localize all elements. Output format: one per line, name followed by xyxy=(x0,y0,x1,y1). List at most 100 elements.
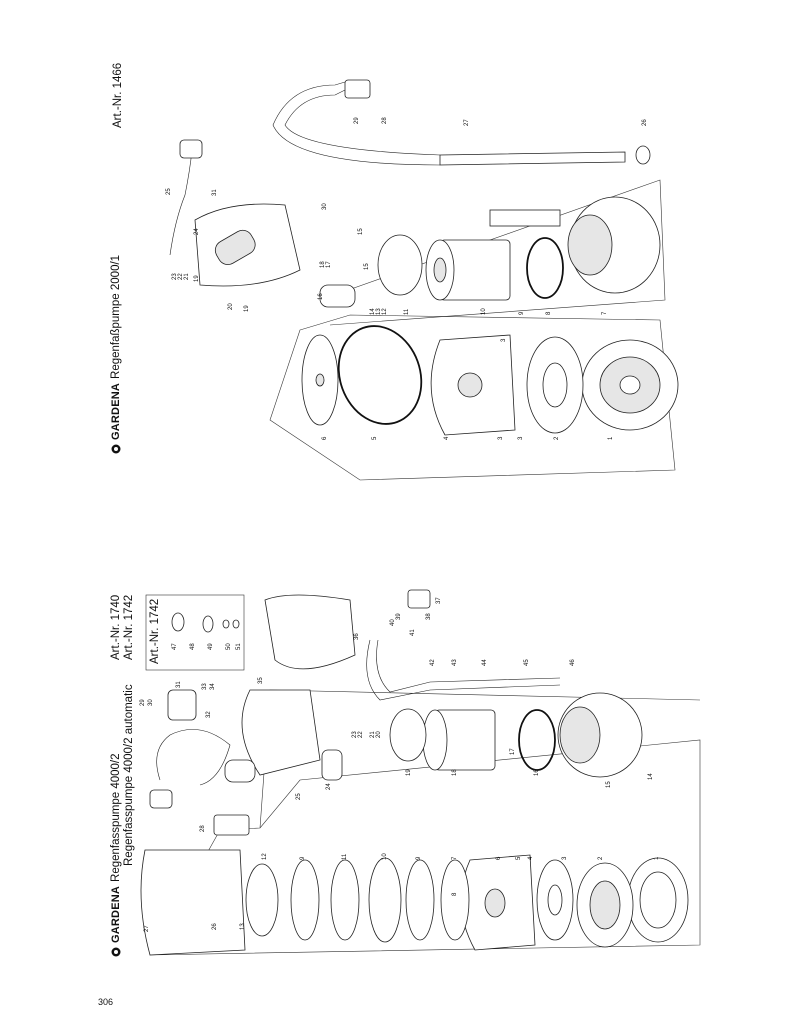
upper-part-number: 22 xyxy=(178,273,184,280)
upper-part-number: 16 xyxy=(318,293,324,300)
lower-part-impeller-disc xyxy=(405,859,435,941)
upper-part-base xyxy=(581,339,679,431)
lower-inset-parts: 47 48 49 50 51 xyxy=(171,612,242,650)
lower-brand-logo: GARDENA xyxy=(110,886,122,958)
upper-part-number: 6 xyxy=(322,436,328,440)
upper-part-motor-plate xyxy=(377,234,423,296)
upper-part-number: 19 xyxy=(244,305,250,312)
lower-part-number: 6 xyxy=(496,856,502,860)
lower-part-number: 14 xyxy=(648,773,654,780)
lower-art-nr-1: Art.-Nr. 1740 xyxy=(110,594,122,660)
lower-part-number: 30 xyxy=(148,699,154,706)
upper-part-oring-large xyxy=(337,325,423,425)
upper-brand-name: GARDENA xyxy=(110,382,122,440)
upper-part-number: 30 xyxy=(322,203,328,210)
lower-part-number: 18 xyxy=(452,769,458,776)
upper-part-number: 18 xyxy=(320,261,326,268)
lower-part-number: 3 xyxy=(562,856,568,860)
upper-part-number: 26 xyxy=(642,119,648,126)
upper-part-number: 3 xyxy=(501,338,507,342)
upper-brand-logo: GARDENA xyxy=(110,383,122,455)
lower-part-number: 1 xyxy=(654,856,660,860)
lower-inset-label: Art.-Nr. 1742 xyxy=(149,598,161,664)
upper-part-number: 15 xyxy=(358,228,364,235)
upper-part-cable xyxy=(169,149,193,256)
lower-part-number: 22 xyxy=(358,731,364,738)
lower-header: GARDENA Regenfasspumpe 4000/2 xyxy=(110,753,122,958)
upper-part-number: 7 xyxy=(602,311,608,315)
page-number: 306 xyxy=(98,997,114,1007)
lower-part-number: 39 xyxy=(396,613,402,620)
upper-part-number: 29 xyxy=(354,117,360,124)
inset-part-number: 48 xyxy=(190,643,196,650)
upper-part-number: 3 xyxy=(518,436,524,440)
upper-frame-lines xyxy=(269,314,676,481)
upper-title: Regenfaßpumpe 2000/1 xyxy=(110,254,122,379)
lower-part-number: 29 xyxy=(140,699,146,706)
lower-part-number: 43 xyxy=(452,659,458,666)
lower-part-number: 7 xyxy=(452,856,458,860)
lower-part-number: 38 xyxy=(426,613,432,620)
lower-part-number: 32 xyxy=(206,711,212,718)
lower-title-line1: Regenfasspumpe 4000/2 xyxy=(110,753,122,882)
upper-part-number: 8 xyxy=(546,311,552,315)
upper-part-oring-small xyxy=(526,237,564,299)
upper-part-motor xyxy=(425,239,511,301)
lower-part-number: 11 xyxy=(342,853,348,860)
lower-part-impeller-disc xyxy=(290,859,320,941)
inset-part-number: 50 xyxy=(226,643,232,650)
lower-part-number: 4 xyxy=(528,856,534,860)
upper-part-number: 24 xyxy=(194,228,200,235)
inset-part-number: 51 xyxy=(236,643,242,650)
upper-part-numbers: 1 2 3 3 3 4 5 6 7 8 9 10 11 12 13 14 15 … xyxy=(166,117,648,440)
lower-part-number: 35 xyxy=(258,677,264,684)
upper-part-number: 21 xyxy=(184,273,190,280)
lower-part-number: 19 xyxy=(406,769,412,776)
lower-part-number: 5 xyxy=(516,856,522,860)
upper-part-number: 17 xyxy=(326,261,332,268)
lower-part-motor-plate xyxy=(389,708,427,762)
upper-part-number: 28 xyxy=(382,117,388,124)
upper-part-number: 9 xyxy=(519,311,525,315)
lower-part-top-housing xyxy=(140,849,246,956)
lower-part-number: 33 xyxy=(202,683,208,690)
lower-part-number: 31 xyxy=(176,681,182,688)
upper-part-washer xyxy=(635,145,651,165)
lower-part-seal-frame xyxy=(213,814,250,836)
upper-part-upper-housing xyxy=(194,203,301,287)
lower-part-impeller xyxy=(368,857,402,943)
upper-part-number: 20 xyxy=(228,303,234,310)
gardena-sun-icon xyxy=(111,444,121,454)
lower-part-float xyxy=(224,759,256,783)
upper-part-valve xyxy=(344,79,371,99)
upper-header: GARDENA Regenfaßpumpe 2000/1 xyxy=(110,255,122,455)
lower-part-number: 9 xyxy=(416,856,422,860)
upper-part-number: 10 xyxy=(481,308,487,315)
lower-part-motor xyxy=(422,709,496,771)
upper-part-number: 19 xyxy=(194,275,200,282)
upper-part-number: 3 xyxy=(498,436,504,440)
lower-part-number: 46 xyxy=(570,659,576,666)
lower-brand-name: GARDENA xyxy=(110,885,122,943)
lower-part-number: 40 xyxy=(390,619,396,626)
lower-part-number: 12 xyxy=(262,853,268,860)
lower-part-number: 15 xyxy=(606,781,612,788)
lower-part-wheel xyxy=(245,863,279,937)
lower-part-number: 34 xyxy=(210,683,216,690)
lower-part-impeller-disc xyxy=(330,859,360,941)
upper-part-number: 11 xyxy=(404,308,410,315)
lower-inset-frame xyxy=(145,594,245,671)
lower-part-gasket xyxy=(440,859,470,941)
lower-part-number: 26 xyxy=(212,923,218,930)
lower-part-valve xyxy=(407,589,431,609)
upper-art-nr: Art.-Nr. 1466 xyxy=(112,62,124,128)
lower-part-hose xyxy=(366,639,561,701)
lower-part-number: 36 xyxy=(354,633,360,640)
lower-part-number: 20 xyxy=(376,731,382,738)
upper-part-capacitor xyxy=(319,284,356,308)
lower-part-number: 28 xyxy=(200,825,206,832)
lower-part-number: 24 xyxy=(326,783,332,790)
lower-part-number: 37 xyxy=(436,597,442,604)
